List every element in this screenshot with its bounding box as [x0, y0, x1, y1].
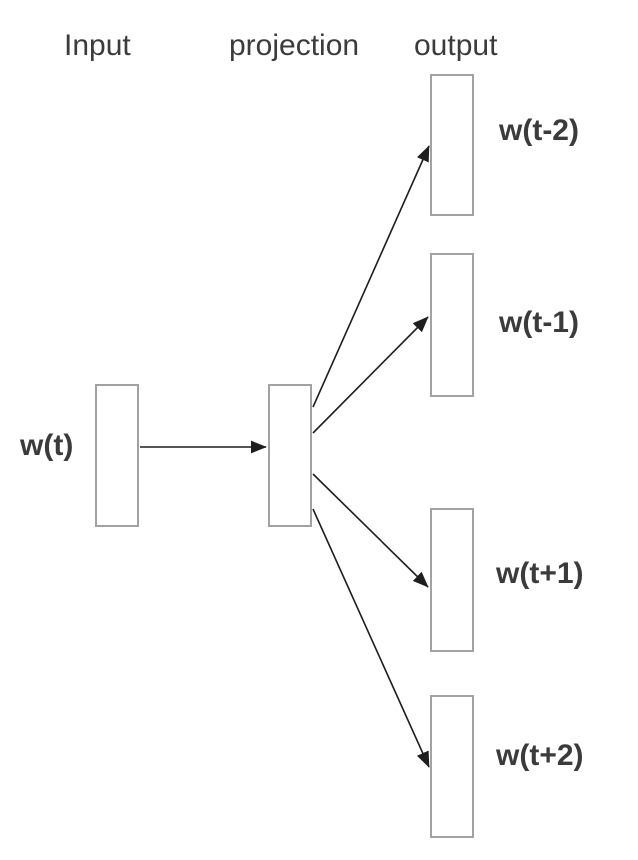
output-word-label-t-minus-2: w(t-2): [499, 114, 579, 147]
output-word-label-t-minus-1: w(t-1): [499, 306, 579, 339]
output-box-t-plus-2: [430, 695, 474, 838]
output-word-label-t-plus-2: w(t+2): [496, 739, 584, 772]
arrow-projection-to-output-t-minus-1: [312, 316, 429, 434]
output-box-t-minus-2: [430, 74, 474, 216]
arrow-projection-to-output-t-plus-2: [312, 508, 430, 768]
input-word-label: w(t): [20, 429, 74, 462]
column-header-output: output: [414, 29, 498, 62]
arrow-projection-to-output-t-plus-1: [312, 473, 429, 588]
projection-box: [268, 384, 312, 527]
column-header-projection: projection: [229, 29, 360, 62]
column-header-input: Input: [64, 29, 131, 62]
arrow-projection-to-output-t-minus-2: [312, 145, 430, 408]
output-box-t-plus-1: [430, 508, 474, 652]
output-word-label-t-plus-1: w(t+1): [496, 557, 584, 590]
output-box-t-minus-1: [430, 253, 474, 397]
input-box: [95, 384, 139, 527]
